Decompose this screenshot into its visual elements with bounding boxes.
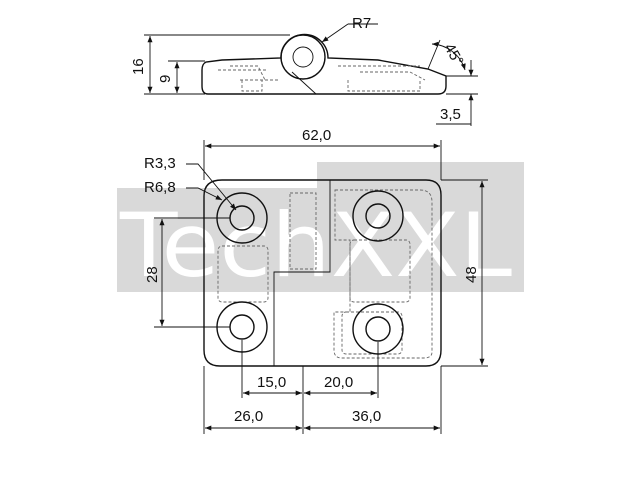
r68-label: R6,8	[144, 179, 176, 196]
knuckle-dividing-line	[291, 71, 317, 95]
boss-top-right	[352, 190, 404, 242]
front-outline	[203, 179, 442, 367]
r68-leader	[186, 187, 223, 201]
hidden-pocket-right	[333, 189, 433, 359]
leaf-split-line	[273, 180, 331, 366]
hidden-pocket-left-top	[217, 245, 269, 303]
r7-leader	[321, 23, 349, 43]
dim9-label: 9	[157, 75, 174, 83]
dim28-label: 28	[144, 266, 161, 283]
knuckle-circle	[280, 34, 326, 80]
hole-bottom-right	[365, 316, 391, 342]
angle-arc	[431, 41, 466, 71]
dim26-label: 26,0	[234, 408, 263, 425]
watermark-text: TechXXL	[119, 194, 512, 297]
hole-top-right	[365, 203, 391, 229]
dim15-label: 15,0	[257, 374, 286, 391]
r33-leader	[186, 163, 237, 211]
knuckle-pin-slot	[289, 192, 317, 270]
hidden-pocket-right-lower	[341, 311, 403, 355]
dim16-label: 16	[130, 58, 147, 75]
dim35-label: 3,5	[440, 106, 461, 123]
side-hidden-details	[218, 65, 426, 92]
pin-hole	[292, 46, 314, 68]
side-view: R7 16 9 45° 3,5	[130, 15, 478, 126]
dim48-label: 48	[463, 266, 480, 283]
hidden-pocket-right-inner	[349, 239, 411, 303]
dim20-label: 20,0	[324, 374, 353, 391]
watermark-band-right	[317, 162, 524, 292]
watermark: TechXXL	[117, 162, 524, 297]
r33-label: R3,3	[144, 155, 176, 172]
dim62-label: 62,0	[302, 127, 331, 144]
hole-bottom-left	[229, 314, 255, 340]
watermark-band-left	[117, 188, 317, 292]
r7-label: R7	[352, 15, 371, 32]
dim36-label: 36,0	[352, 408, 381, 425]
front-view: 62,0 R3,3 R6,8 28 48 15,0 20,0 26,0	[144, 127, 488, 434]
